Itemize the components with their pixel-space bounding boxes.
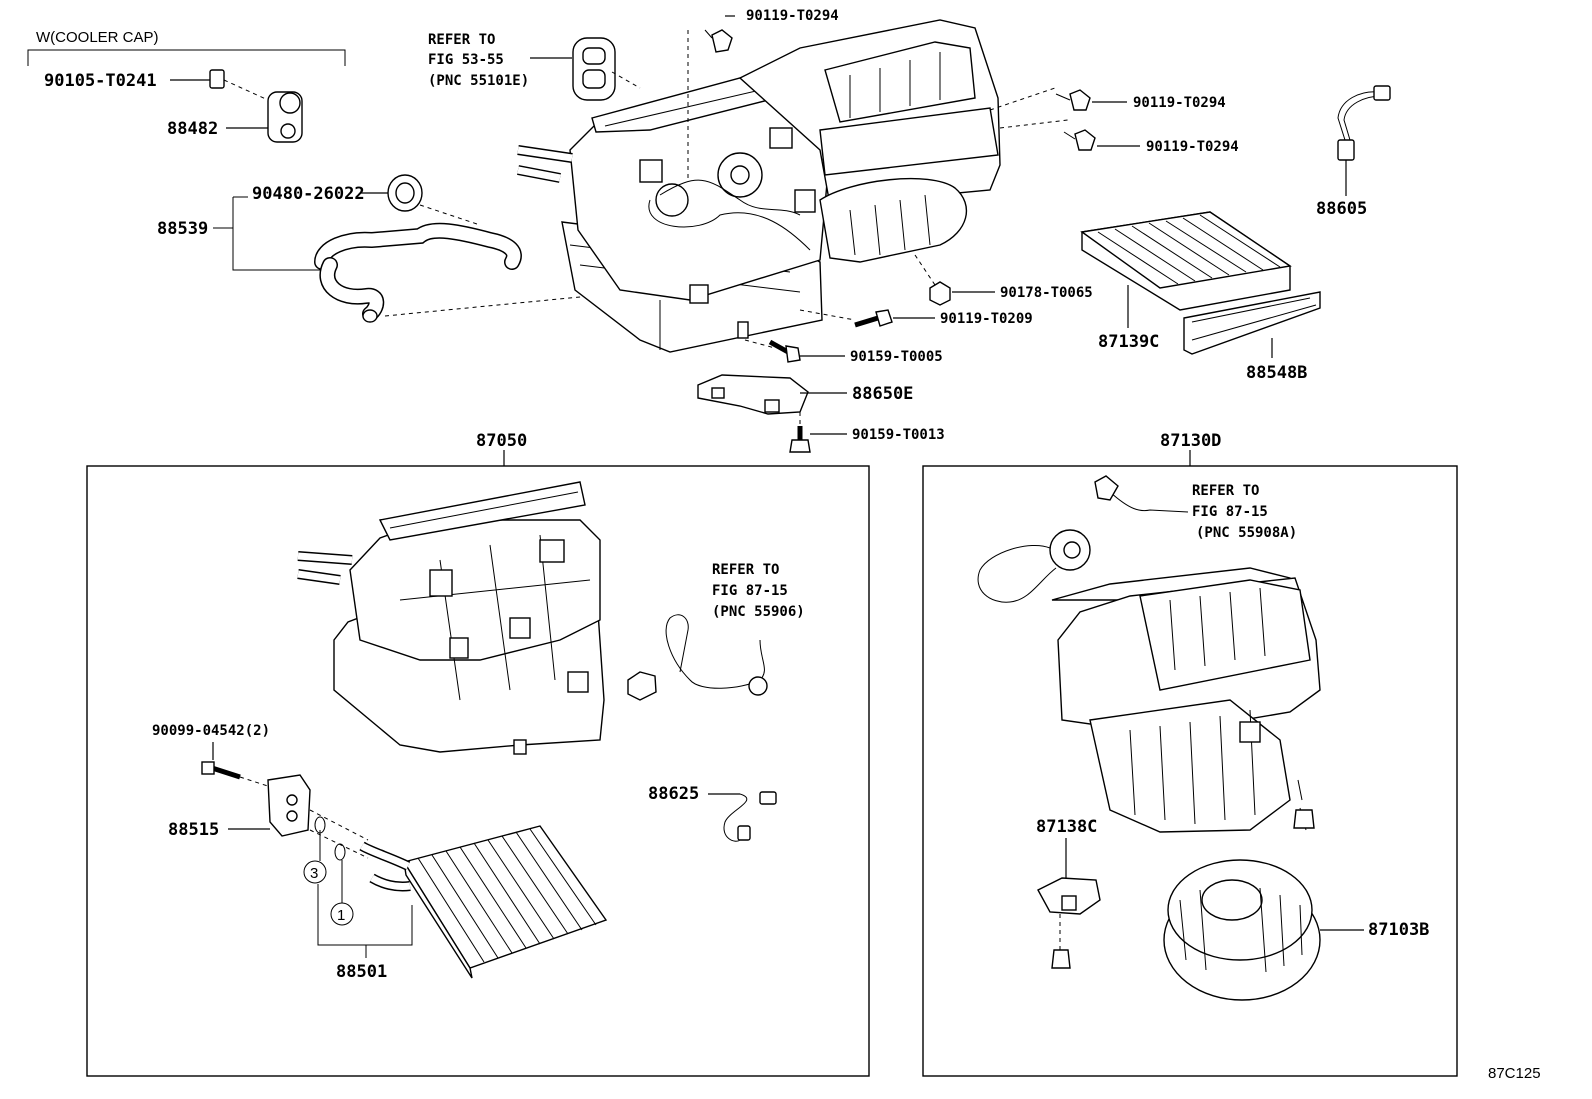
label-90119-T0294-top: 90119-T0294 <box>746 8 839 24</box>
label-90105-T0241: 90105-T0241 <box>44 71 157 91</box>
label-88650E: 88650E <box>852 384 913 404</box>
bolt-90159-T0013 <box>789 412 811 453</box>
refer-53-55-l3: (PNC 55101E) <box>428 73 529 89</box>
nut-90178-T0065 <box>929 281 951 306</box>
expansion-valve-88515 <box>267 774 311 837</box>
harness-88605 <box>1337 85 1391 196</box>
heater-case-87050 <box>297 481 605 755</box>
drain-hose-88539 <box>314 222 601 323</box>
sensor-88625 <box>723 791 777 842</box>
variant-label: W(COOLER CAP) <box>36 29 159 46</box>
label-88515: 88515 <box>168 820 219 840</box>
screw-90119-T0209 <box>854 309 893 328</box>
label-87130D: 87130D <box>1160 431 1221 451</box>
refer-87-15-a-l3: (PNC 55906) <box>712 604 805 620</box>
bolt-90105-T0241 <box>209 69 269 101</box>
label-87139C: 87139C <box>1098 332 1159 352</box>
refer-53-55-l2: FIG 53-55 <box>428 52 504 68</box>
label-87050: 87050 <box>476 431 527 451</box>
blower-motor-87103B <box>1163 859 1321 1001</box>
label-87103B: 87103B <box>1368 920 1429 940</box>
screw-90119-T0294-a <box>1055 89 1091 111</box>
resistor-87138C <box>1037 877 1101 969</box>
label-90178-T0065: 90178-T0065 <box>1000 285 1093 301</box>
actuator-harness-a <box>627 614 768 701</box>
variant-bracket <box>27 49 346 66</box>
refer-87-15-b-l3: (PNC 55908A) <box>1196 525 1297 541</box>
refer-87-15-a-l1: REFER TO <box>712 562 779 578</box>
blower-case-87130D <box>1051 567 1321 833</box>
box-87130D <box>922 465 1458 1077</box>
evaporator-88501 <box>359 825 608 979</box>
refer-87-15-b-l1: REFER TO <box>1192 483 1259 499</box>
o-ring-1 <box>334 843 346 861</box>
seal-pad <box>572 37 641 101</box>
label-88501: 88501 <box>336 962 387 982</box>
label-87138C: 87138C <box>1036 817 1097 837</box>
cover-88548B <box>1183 291 1321 358</box>
refer-53-55-l1: REFER TO <box>428 32 495 48</box>
heater-unit-assembly-top <box>517 19 1069 353</box>
bracket-88650E <box>697 374 809 415</box>
label-88625: 88625 <box>648 784 699 804</box>
callout-3 <box>303 860 327 884</box>
actuator-harness-b <box>977 475 1189 603</box>
grommet-90480-26022 <box>387 174 481 226</box>
label-90119-T0209: 90119-T0209 <box>940 311 1033 327</box>
diagram-code: 87C125 <box>1488 1065 1541 1082</box>
label-88482: 88482 <box>167 119 218 139</box>
refer-87-15-a-l2: FIG 87-15 <box>712 583 788 599</box>
bolt-90099-04542 <box>201 761 281 791</box>
callout-1-text: 1 <box>337 907 345 924</box>
label-88605: 88605 <box>1316 199 1367 219</box>
label-90480-26022: 90480-26022 <box>252 184 365 204</box>
label-88548B: 88548B <box>1246 363 1307 383</box>
callout-3-text: 3 <box>310 865 318 882</box>
cooler-cap-88482 <box>267 91 303 143</box>
label-90099-04542: 90099-04542(2) <box>152 723 270 739</box>
label-90119-T0294-a: 90119-T0294 <box>1133 95 1226 111</box>
bracket-88501 <box>317 884 413 946</box>
bolt-90159-T0005 <box>768 339 801 363</box>
label-90119-T0294-b: 90119-T0294 <box>1146 139 1239 155</box>
label-90159-T0005: 90159-T0005 <box>850 349 943 365</box>
refer-87-15-b-l2: FIG 87-15 <box>1192 504 1268 520</box>
label-88539: 88539 <box>157 219 208 239</box>
bracket-88539 <box>232 197 320 271</box>
label-90159-T0013: 90159-T0013 <box>852 427 945 443</box>
screw-90119-T0294-top <box>704 29 733 53</box>
screw-90119-T0294-b <box>1063 129 1096 151</box>
box-87050 <box>86 465 870 1077</box>
filter-87139C <box>1080 211 1292 328</box>
